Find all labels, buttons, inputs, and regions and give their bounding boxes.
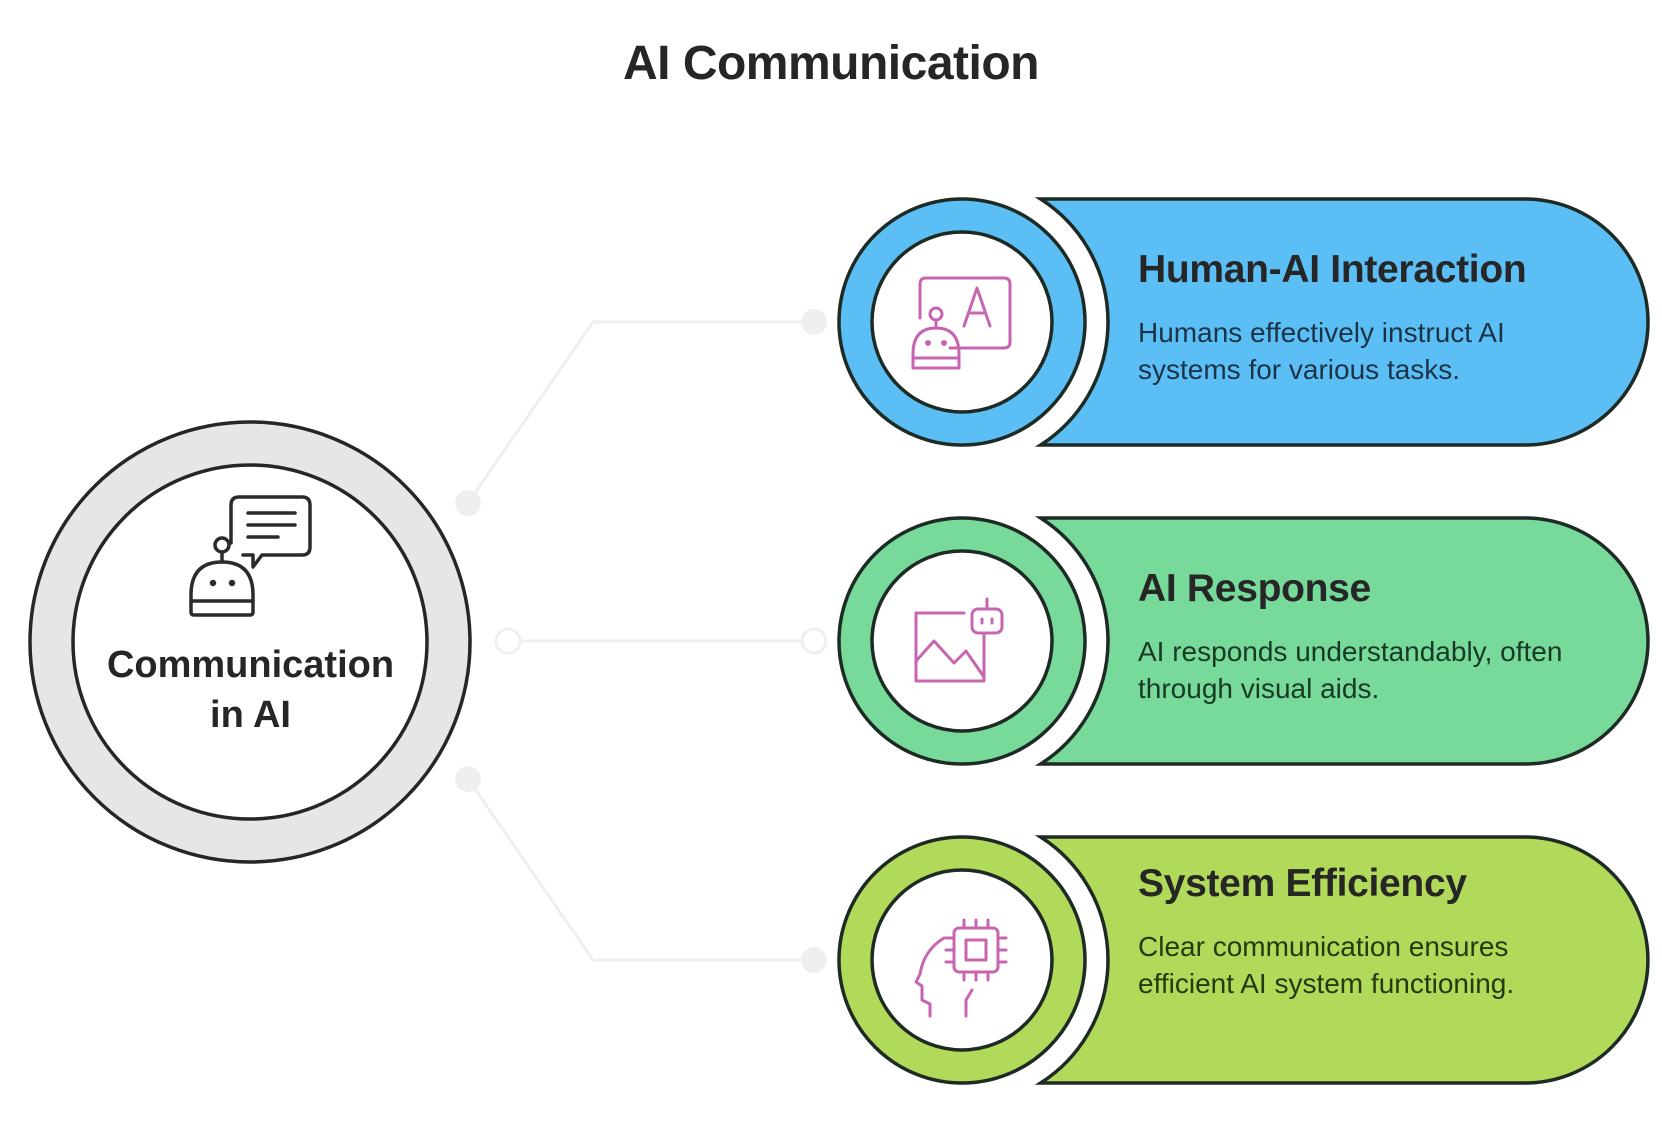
hub-inner-circle [71, 463, 429, 821]
item-ring-inner [870, 868, 1054, 1052]
item-node-ai-response [837, 516, 1650, 766]
connector-line-1 [466, 320, 814, 504]
connector-dot-3-end [801, 947, 827, 973]
page-title: AI Communication [622, 37, 1040, 90]
connector-dot-2-start [494, 627, 522, 655]
item-ring-inner [870, 230, 1054, 414]
item-pill [1034, 835, 1650, 1085]
connector-dot-1-end [801, 309, 827, 335]
item-description: Clear communication ensures efficient AI… [1138, 931, 1515, 999]
item-card-human-ai-interaction: Human-AI Interaction Humans effectively … [1138, 248, 1638, 388]
hub-node [28, 420, 472, 864]
items-layer [837, 197, 1650, 1085]
robot-text-board-icon [911, 276, 1012, 370]
connector-dot-1-start [455, 490, 481, 516]
item-description: Humans effectively instruct AI systems f… [1138, 317, 1505, 385]
item-node-human-ai-interaction [837, 197, 1650, 447]
connector-dot-3-start [455, 766, 481, 792]
robot-image-icon [914, 597, 1004, 683]
hub-label-line-2: in AI [210, 694, 291, 736]
item-description: AI responds understandably, often throug… [1138, 636, 1563, 704]
connector-line-3 [466, 778, 814, 962]
item-title: Human-AI Interaction [1138, 248, 1527, 291]
item-node-system-efficiency [837, 835, 1650, 1085]
head-chip-icon [914, 918, 1008, 1018]
connector-dot-2-end [800, 627, 828, 655]
item-pill [1034, 516, 1650, 766]
item-card-system-efficiency: System Efficiency Clear communication en… [1138, 862, 1638, 1002]
connectors [455, 309, 828, 973]
item-ring-inner [870, 549, 1054, 733]
hub-label-line-1: Communication [106, 644, 395, 686]
item-title: AI Response [1138, 567, 1371, 610]
item-pill [1034, 197, 1650, 447]
item-title: System Efficiency [1138, 862, 1467, 905]
hub-label: Communication in AI [73, 640, 428, 740]
item-card-ai-response: AI Response AI responds understandably, … [1138, 567, 1638, 707]
robot-chat-icon [189, 495, 312, 617]
